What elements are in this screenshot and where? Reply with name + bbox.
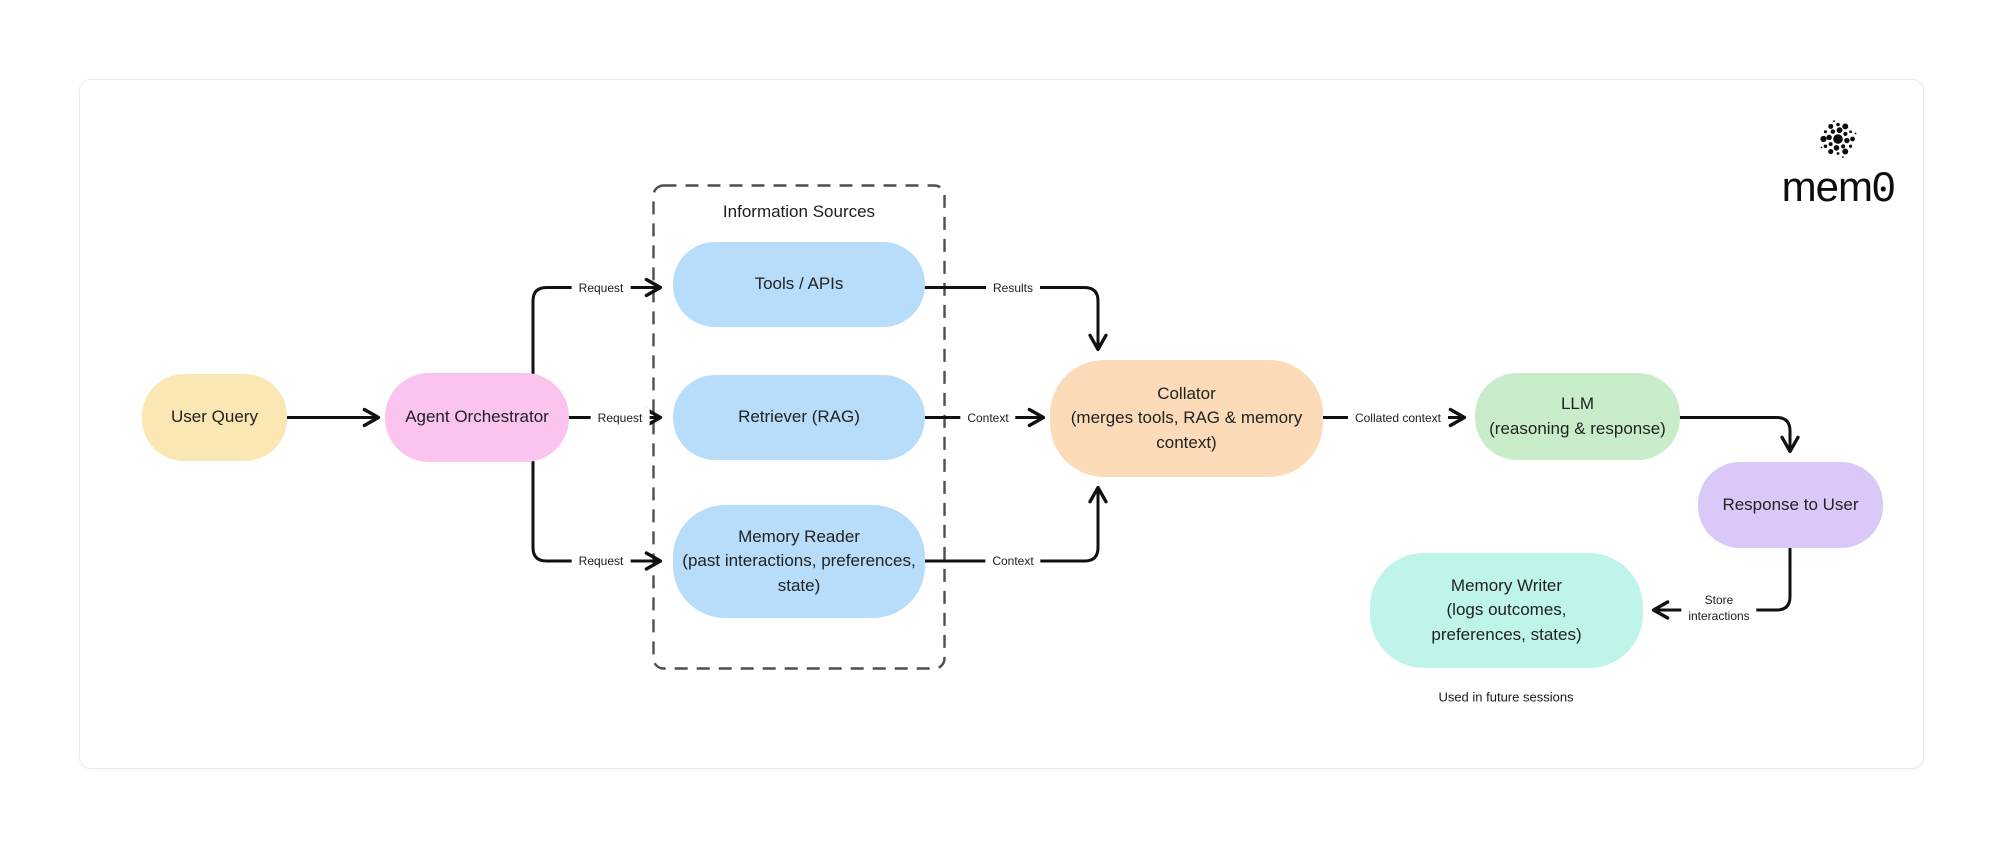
information-sources-title: Information Sources [722,202,876,221]
node-collator: Collator (merges tools, RAG & memory con… [1050,360,1323,477]
edge-label-store-interactions: Store interactions [1681,589,1757,627]
node-agent-orchestrator: Agent Orchestrator [385,373,569,462]
mem0-wordmark-prefix: mem [1781,163,1873,210]
node-llm-label: LLM (reasoning & response) [1489,393,1666,438]
node-user-query-label: User Query [171,407,258,427]
footnote-used-in-future-sessions: Used in future sessions [1438,689,1574,705]
node-llm: LLM (reasoning & response) [1475,373,1680,460]
node-agent-orchestrator-label: Agent Orchestrator [405,407,549,427]
edge-label-context-memory: Context [985,550,1041,572]
node-tools-apis: Tools / APIs [673,242,925,327]
edge-label-request-tools: Request [571,277,631,299]
edge-label-collated-context: Collated context [1347,407,1449,429]
node-tools-apis-label: Tools / APIs [754,274,844,294]
node-collator-label: Collator (merges tools, RAG & memory con… [1070,383,1303,452]
edge-label-request-retriever: Request [590,407,650,429]
node-retriever-rag-label: Retriever (RAG) [738,407,860,427]
mem0-wordmark-zero: 0 [1872,163,1895,210]
mem0-dot-cluster-icon [1820,120,1857,158]
edge-label-context-retriever: Context [960,407,1016,429]
edge-label-results: Results [985,277,1041,299]
node-memory-reader-label: Memory Reader (past interactions, prefer… [682,526,916,595]
node-memory-reader: Memory Reader (past interactions, prefer… [673,505,925,618]
node-response-to-user: Response to User [1698,462,1883,548]
node-user-query: User Query [142,374,287,461]
node-response-to-user-label: Response to User [1722,494,1859,514]
edge-label-request-memory: Request [571,550,631,572]
node-memory-writer: Memory Writer (logs outcomes, preference… [1370,553,1643,668]
node-memory-writer-label: Memory Writer (logs outcomes, preference… [1431,575,1582,644]
node-retriever-rag: Retriever (RAG) [673,375,925,460]
